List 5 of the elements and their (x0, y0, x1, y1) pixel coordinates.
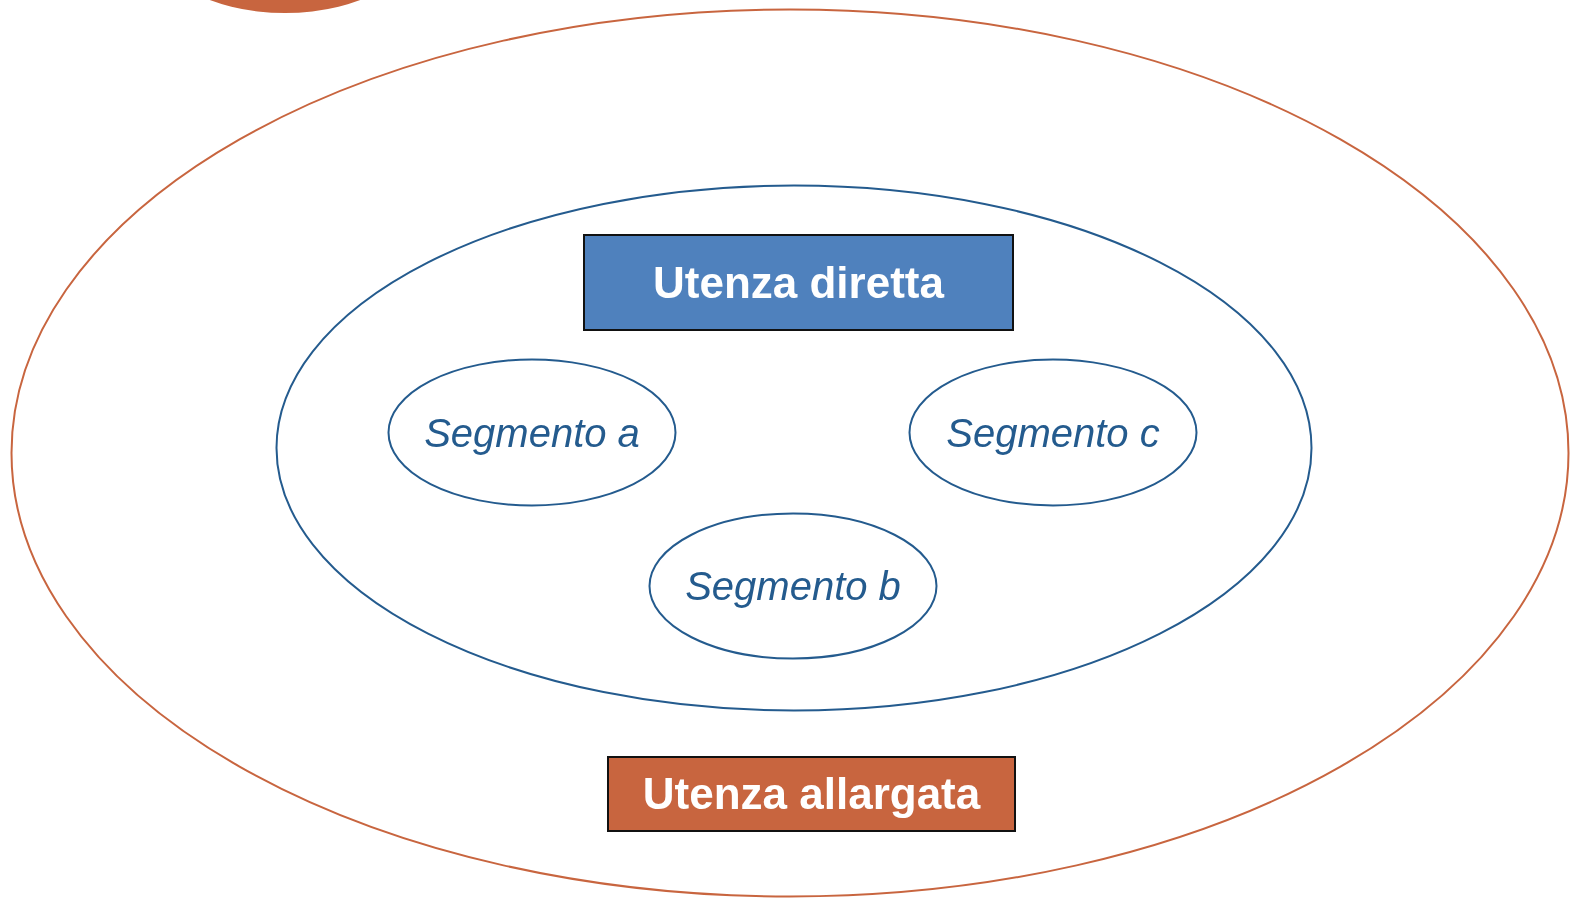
segment-label: Segmento a (424, 409, 640, 457)
segment-label: Segmento c (946, 409, 1160, 457)
label-box: Utenza allargata (607, 756, 1016, 832)
segment-label: Segmento b (685, 563, 901, 610)
label-box: Utenza diretta (583, 234, 1014, 331)
